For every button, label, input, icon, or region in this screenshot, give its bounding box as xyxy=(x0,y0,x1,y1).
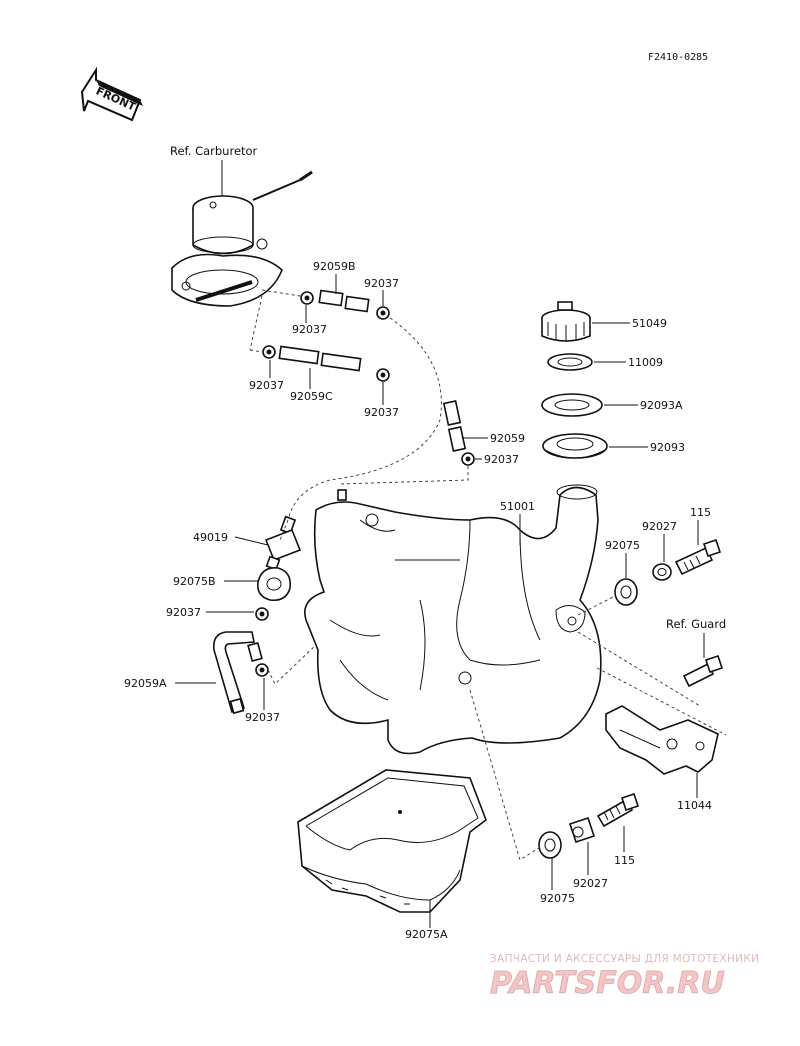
label-92075-b: 92075 xyxy=(540,892,575,905)
label-92075-a: 92075 xyxy=(605,539,640,552)
ref-guard-label: Ref. Guard xyxy=(666,617,726,631)
label-11044: 11044 xyxy=(677,799,712,812)
label-92037-b: 92037 xyxy=(292,323,327,336)
cap-92075B xyxy=(256,566,292,602)
ref-carburetor-label: Ref. Carburetor xyxy=(170,144,258,158)
label-92075A: 92075A xyxy=(405,928,448,941)
valve-49019 xyxy=(264,515,302,571)
clamp-92037-f xyxy=(255,607,269,621)
drawing-code: F2410-0285 xyxy=(648,52,708,63)
grommet-92075-b xyxy=(538,831,562,859)
label-92037-e: 92037 xyxy=(484,453,519,466)
label-49019: 49019 xyxy=(193,531,228,544)
label-115-b: 115 xyxy=(614,854,635,867)
bracket-11044 xyxy=(605,705,719,775)
label-51049: 51049 xyxy=(632,317,667,330)
label-92075B: 92075B xyxy=(173,575,216,588)
label-92037-a: 92037 xyxy=(364,277,399,290)
label-92037-g: 92037 xyxy=(245,711,280,724)
label-92027-b: 92027 xyxy=(573,877,608,890)
label-115-a: 115 xyxy=(690,506,711,519)
label-92059B: 92059B xyxy=(313,260,356,273)
label-92093A: 92093A xyxy=(640,399,683,412)
label-92059: 92059 xyxy=(490,432,525,445)
front-arrow-icon: FRONT xyxy=(80,66,143,122)
clamp-92037-b xyxy=(376,306,390,320)
grommet-92075-a xyxy=(614,578,638,606)
hose-92059 xyxy=(442,400,467,452)
hose-92059B xyxy=(318,289,370,313)
fuel-pump xyxy=(171,170,313,307)
clamp-92037-e xyxy=(461,452,475,466)
clamp-92037-a xyxy=(300,291,314,305)
hose-92059A xyxy=(212,631,263,715)
bolt-115-a xyxy=(674,538,722,576)
label-51001: 51001 xyxy=(500,500,535,513)
clamp-92037-d xyxy=(376,368,390,382)
bolt-115-b xyxy=(596,792,640,828)
label-92093: 92093 xyxy=(650,441,685,454)
hose-92059C xyxy=(278,345,362,372)
watermark-tagline: ЗАПЧАСТИ И АКСЕССУАРЫ ДЛЯ МОТОТЕХНИКИ xyxy=(490,953,759,965)
collar-92027-b xyxy=(568,816,596,844)
ring-92093 xyxy=(542,433,608,459)
label-92059C: 92059C xyxy=(290,390,333,403)
clamp-92037-c xyxy=(262,345,276,359)
clamp-92037-g xyxy=(255,663,269,677)
label-92059A: 92059A xyxy=(124,677,167,690)
label-92037-f: 92037 xyxy=(166,606,201,619)
ring-92093A xyxy=(541,393,603,417)
label-92027-a: 92027 xyxy=(642,520,677,533)
gasket-11009 xyxy=(547,353,593,371)
guard-bolt xyxy=(682,654,724,688)
label-11009: 11009 xyxy=(628,356,663,369)
label-92037-d: 92037 xyxy=(364,406,399,419)
collar-92027-a xyxy=(652,563,672,581)
watermark-brand: PARTSFOR.RU xyxy=(490,966,725,1001)
label-92037-c: 92037 xyxy=(249,379,284,392)
cap-51049 xyxy=(541,301,591,342)
tray-92075A xyxy=(297,769,487,913)
oil-tank-51001 xyxy=(304,484,602,755)
